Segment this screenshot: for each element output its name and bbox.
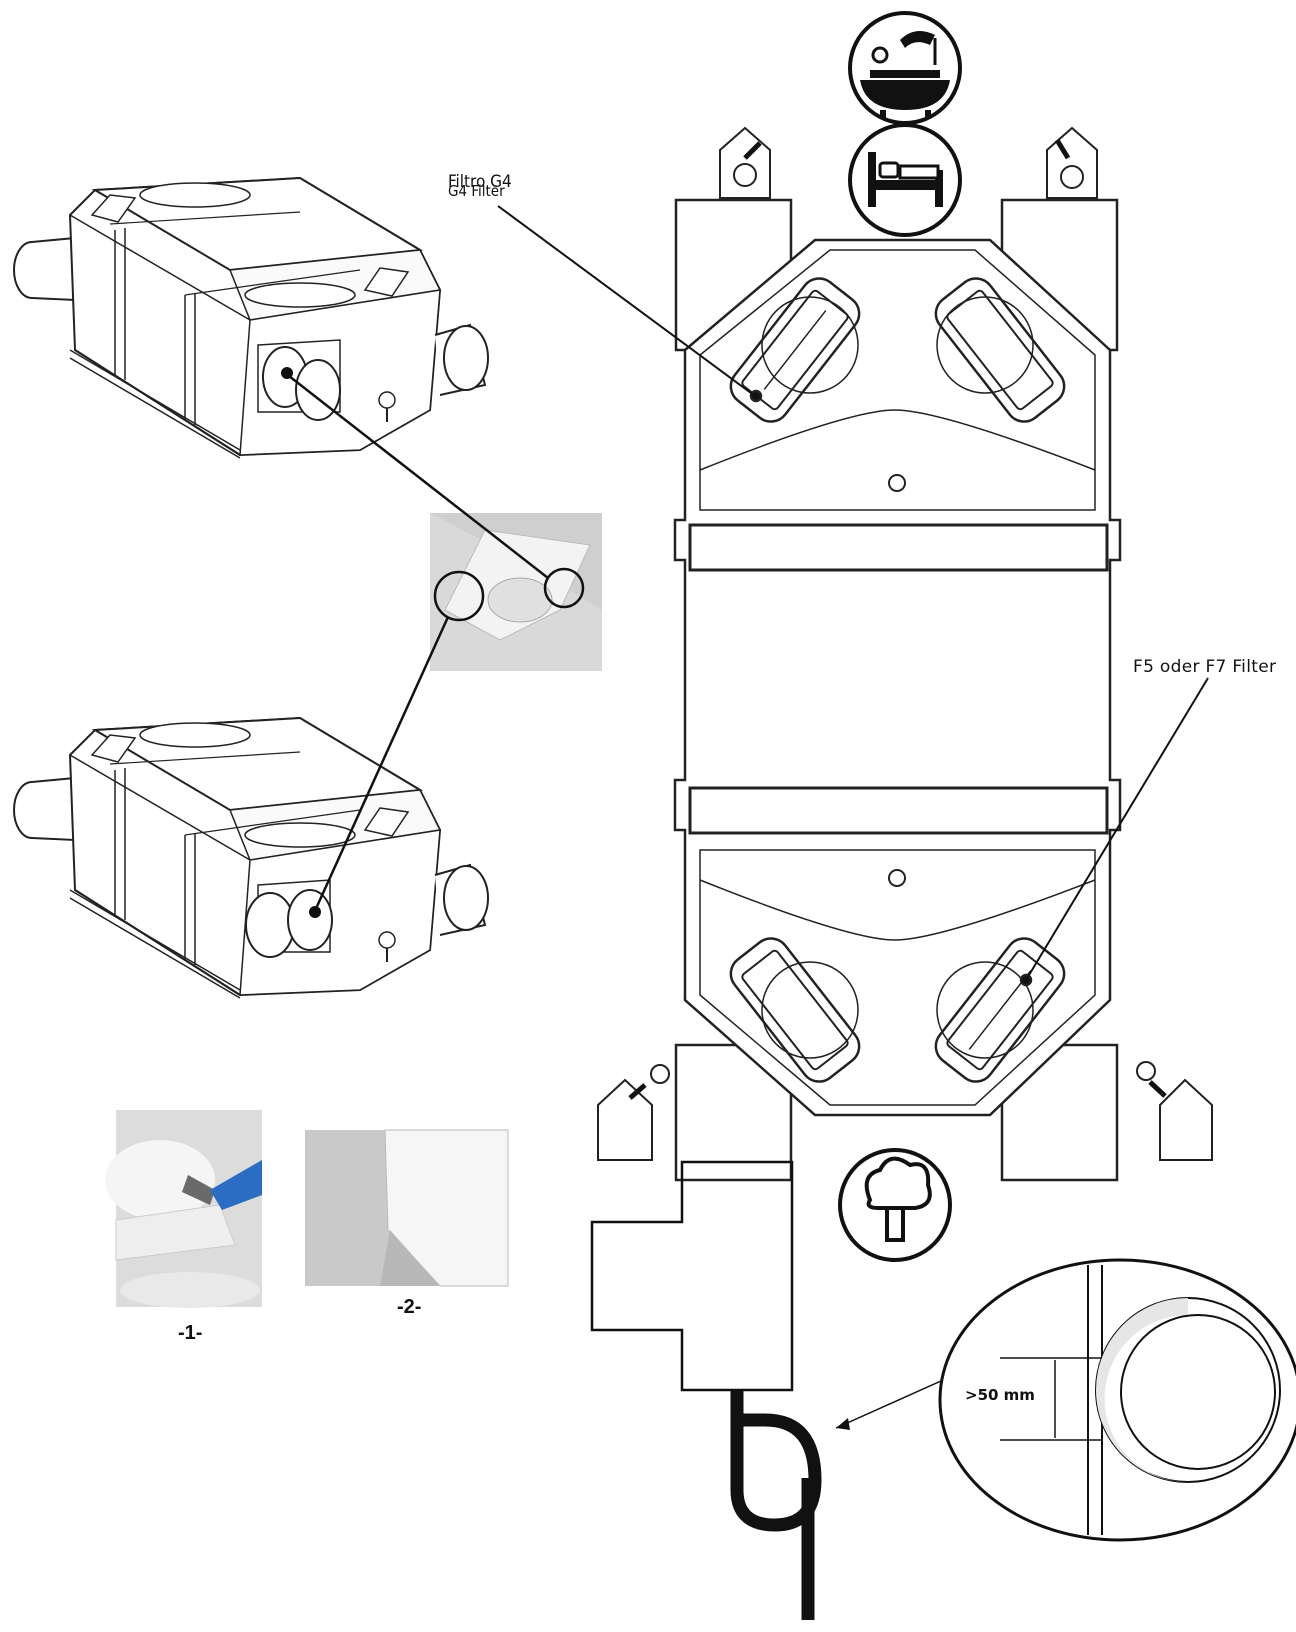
condensate-trap <box>590 1160 822 1620</box>
clearance-label: >50 mm <box>965 1386 1035 1404</box>
label-g4-filter: G4 Filter <box>448 182 505 200</box>
label-filtro-g4: Filtro G4 <box>448 172 512 192</box>
unit-iso-lower <box>13 717 489 999</box>
step-photo-1 <box>105 1110 262 1308</box>
step-2-label: -2- <box>397 1296 422 1318</box>
house-arrow-icon <box>597 1061 1213 1161</box>
tree-icon <box>838 1148 952 1262</box>
unit-iso-upper <box>13 177 489 459</box>
main-unit <box>673 198 1122 1182</box>
step-1-label: -1- <box>178 1322 203 1344</box>
bathroom-icon <box>848 11 962 125</box>
detail-photo <box>430 513 602 671</box>
step-photo-2 <box>305 1129 509 1287</box>
clearance-detail <box>938 1258 1296 1542</box>
house-arrow-icon <box>719 126 1098 199</box>
label-f5-f7-filter: F5 oder F7 Filter <box>1133 657 1277 677</box>
bedroom-icon <box>848 123 962 237</box>
